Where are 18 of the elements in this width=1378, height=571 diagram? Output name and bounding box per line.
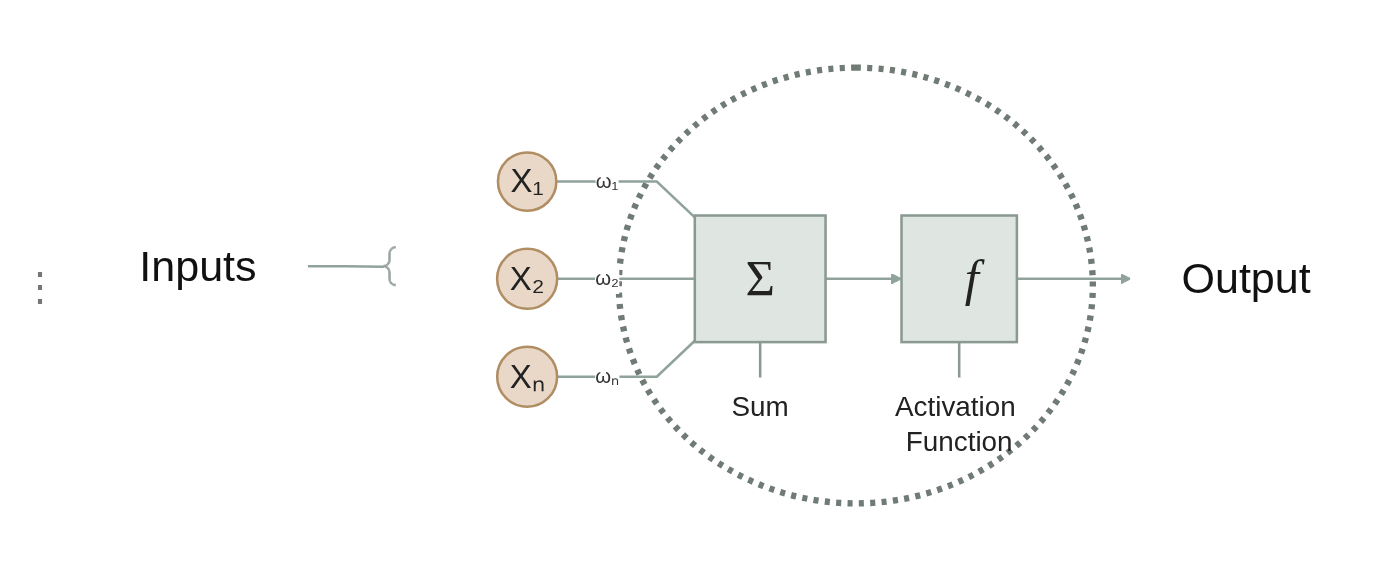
node-circle: X₁	[496, 151, 558, 213]
ellipsis-dots: ⋮	[20, 262, 60, 309]
leader-line	[758, 342, 762, 378]
connector	[307, 264, 384, 268]
node-box: f	[900, 214, 1019, 344]
edge-label: ωₙ	[595, 365, 619, 387]
node-circle: Xₙ	[495, 345, 559, 408]
arrow	[825, 273, 902, 285]
caption-text: Sum	[731, 390, 789, 422]
caption-text: Activation Function	[894, 390, 1016, 457]
leader-line	[957, 342, 961, 378]
edge-label: ω₁	[595, 170, 619, 192]
node-text: Inputs	[139, 241, 257, 290]
node-bracket	[381, 245, 398, 287]
node-circle: X₂	[495, 247, 559, 311]
node-text: Output	[1181, 254, 1311, 303]
edge-label: ω₂	[595, 267, 619, 289]
node-box: Σ	[693, 214, 827, 344]
